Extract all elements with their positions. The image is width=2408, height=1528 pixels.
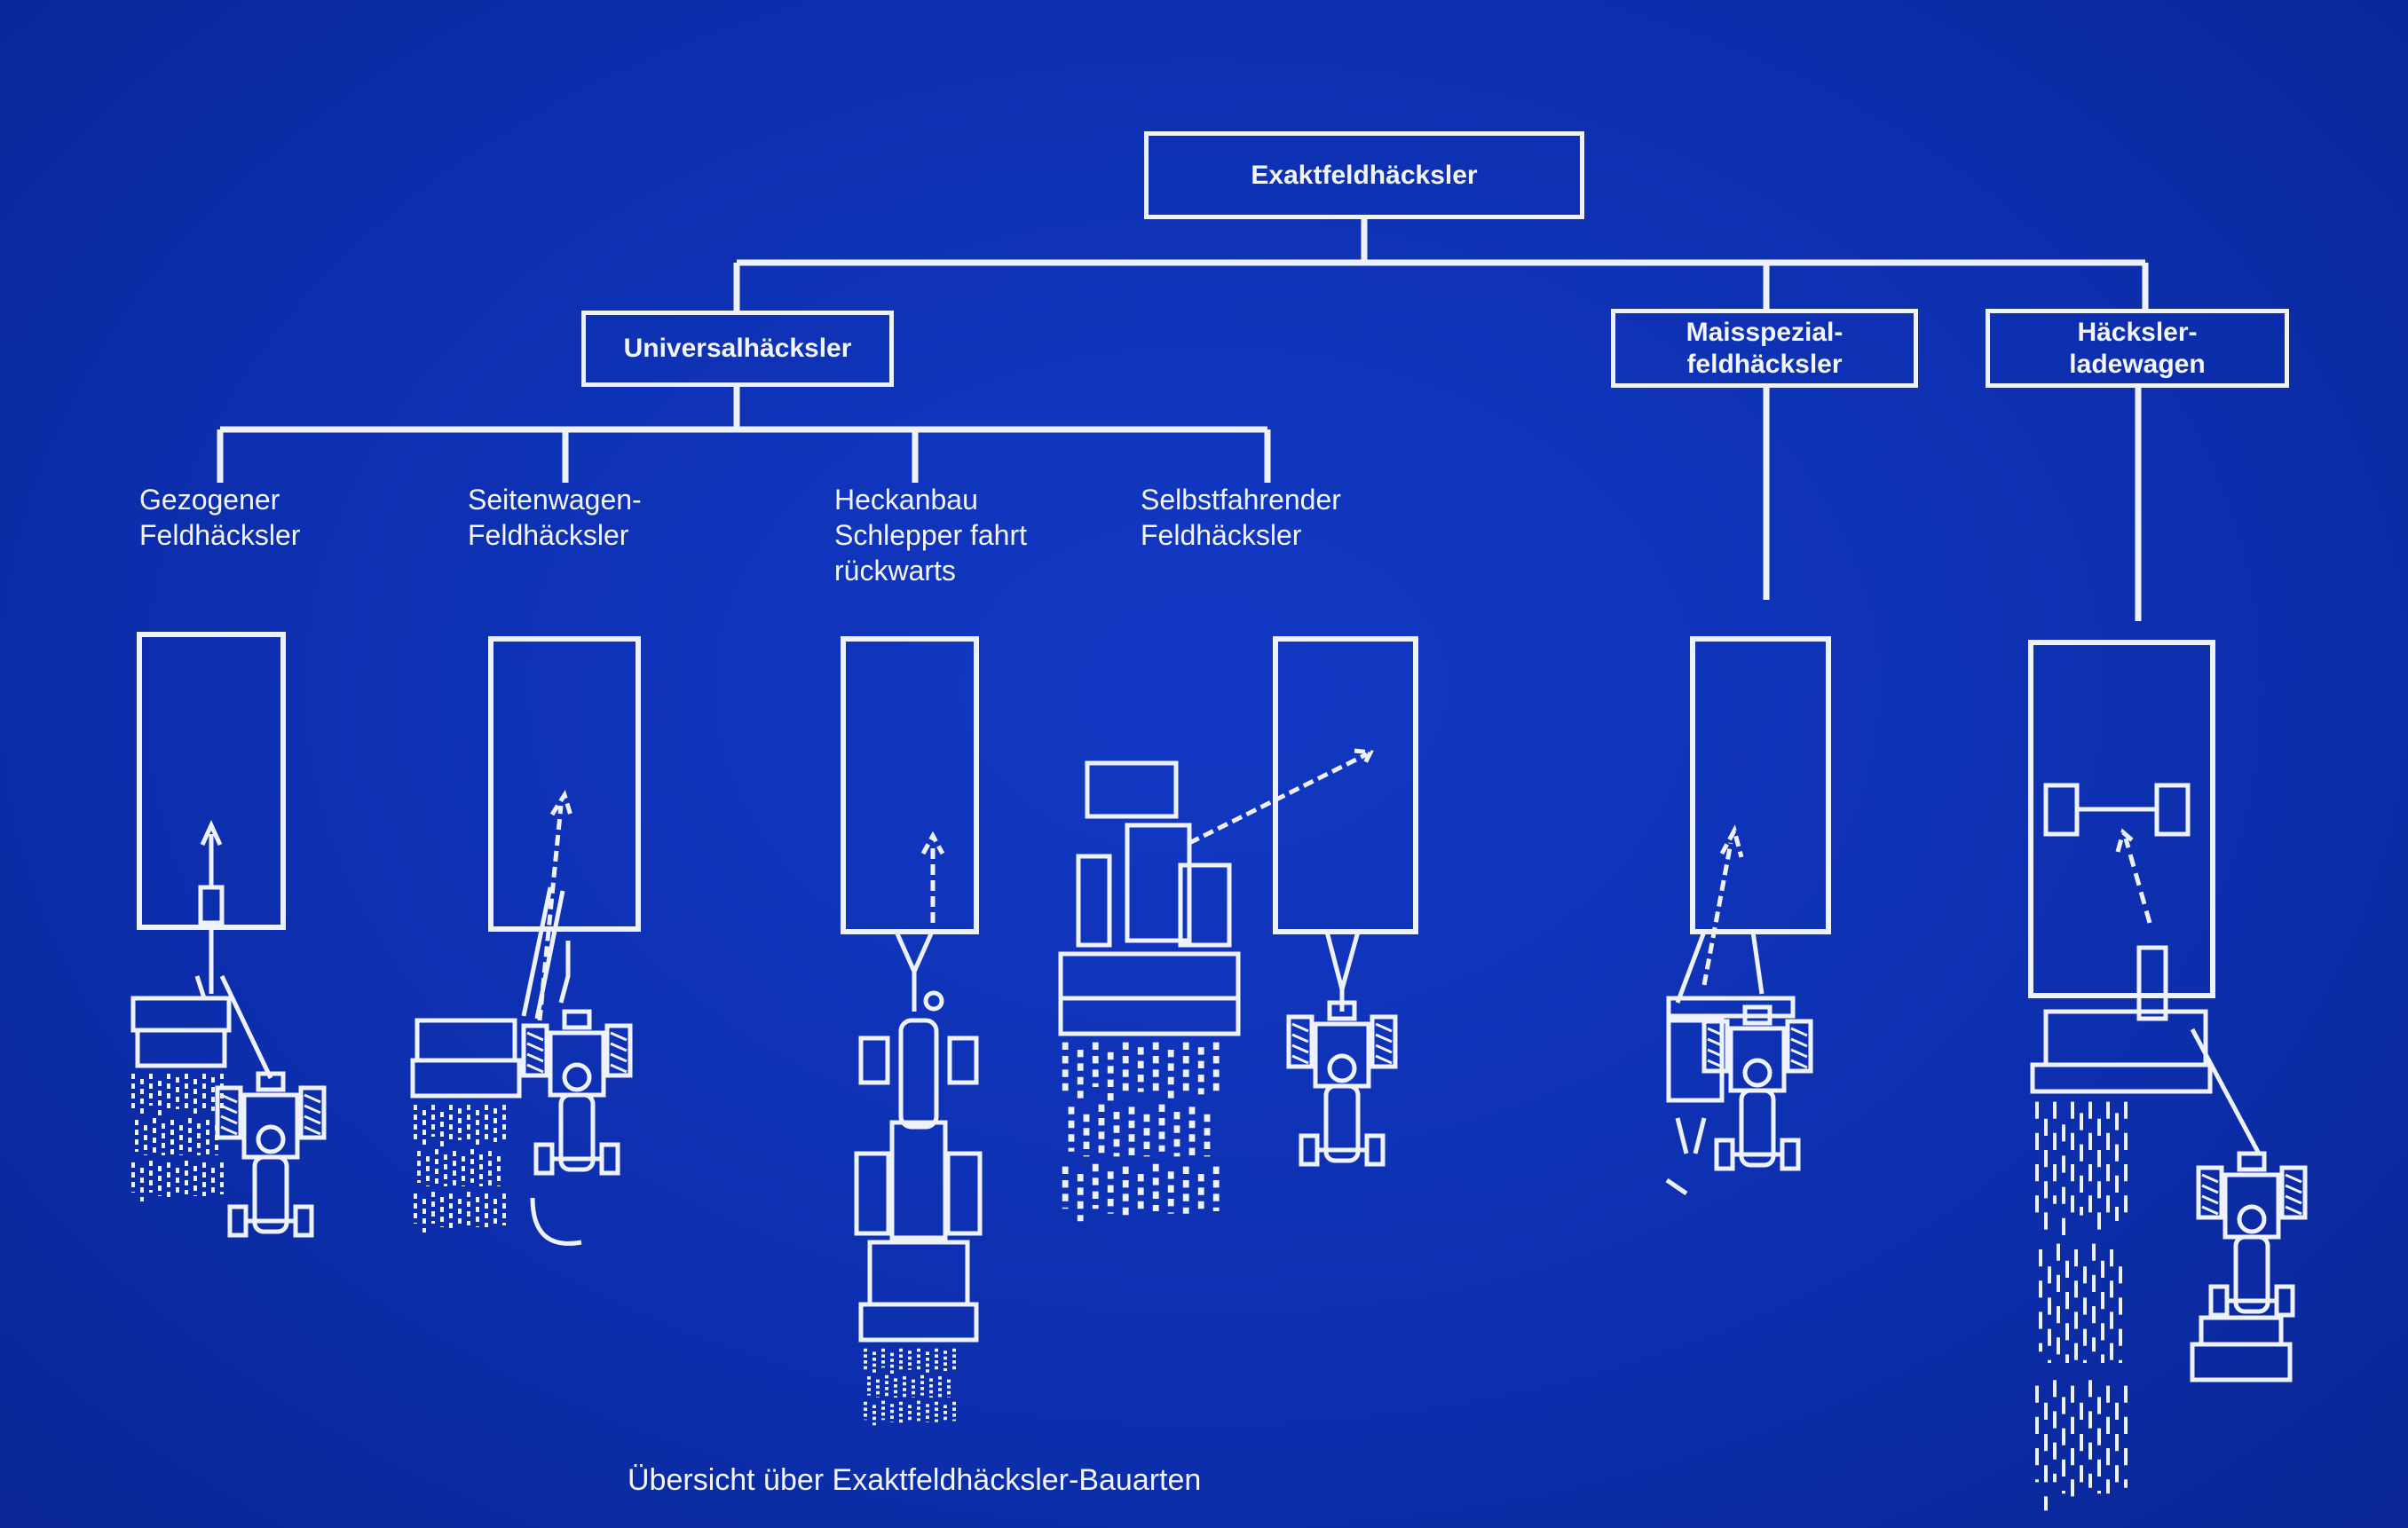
caption: Übersicht über Exaktfeldhäcksler-Bauarte… [628, 1463, 1202, 1497]
tree-connectors [217, 218, 2149, 621]
chopper-loader-wagon [2033, 783, 2305, 1510]
type-label-side-wagon: Seitenwagen- Feldhäcksler [468, 484, 642, 551]
machines [130, 760, 2305, 1510]
side-wagon-harvester [410, 886, 630, 1246]
rear-mounted-harvester [854, 930, 983, 1425]
pulled-harvester [130, 885, 324, 1235]
type-label-self-propelled: Selbstfahrender Feldhäcksler [1141, 484, 1341, 551]
chopper-wagon-node: Häcksler- ladewagen [1986, 309, 2289, 388]
maize-harvester [1665, 929, 1811, 1196]
type-label-rear-mounted: Heckanbau Schlepper fahrt rückwarts [834, 484, 1028, 587]
self-propelled-harvester [1058, 760, 1395, 1221]
universal-chopper-node: Universalhäcksler [581, 311, 894, 387]
type-label-pulled: Gezogener Feldhäcksler [139, 484, 301, 551]
root-node: Exaktfeldhäcksler [1144, 131, 1584, 219]
maize-harvester-node: Maisspezial- feldhäcksler [1611, 309, 1918, 388]
